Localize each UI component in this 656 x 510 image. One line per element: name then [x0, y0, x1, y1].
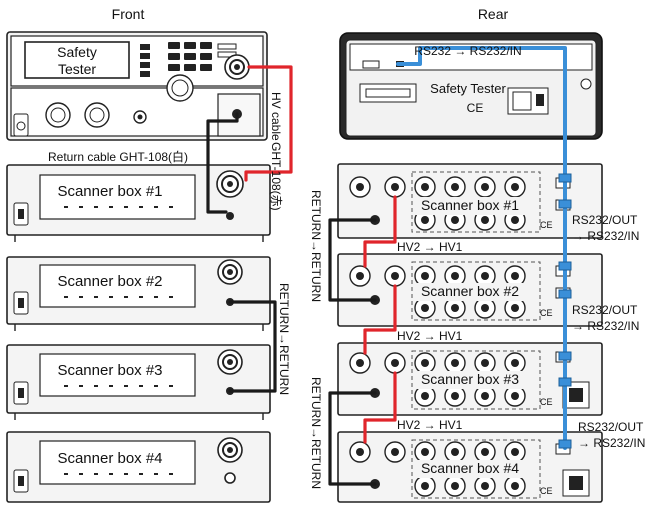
- ght-red-label: GHT-108(赤): [269, 142, 283, 211]
- scanner-4-power-inlet: [562, 469, 590, 497]
- svg-text:CE: CE: [540, 397, 553, 407]
- rear-return-label-1: RETURN→RETURN: [309, 190, 323, 302]
- scanner-3-front-label: Scanner box #3: [57, 362, 162, 379]
- rs232-in-label-3: → RS232/IN: [578, 436, 645, 450]
- tester-display: [24, 41, 130, 79]
- hv-link-1-2: [363, 195, 397, 268]
- scanner-1-front-label: Scanner box #1: [57, 183, 162, 200]
- rear-ce-mark: CE: [467, 101, 484, 115]
- rs232-top-label: RS232 → RS232/IN: [414, 44, 521, 58]
- svg-text:CE: CE: [540, 486, 553, 496]
- scanner-1-rear-label: Scanner box #1: [421, 197, 519, 213]
- rear-header: Rear: [478, 6, 509, 22]
- scanner-box-1-front: Scanner box #1: [6, 164, 271, 236]
- rs232-out-label-3: RS232/OUT: [578, 420, 644, 434]
- tester-label-line1: Safety: [57, 44, 97, 60]
- hv-cable-label: HV cable: [269, 92, 283, 141]
- scanner-4-hv-outputs: [349, 441, 526, 497]
- svg-text:CE: CE: [540, 220, 553, 230]
- scanner-box-2-rear: CE Scanner box #2: [337, 253, 603, 327]
- rear-return-link-1-2: [328, 218, 377, 302]
- hv-link-3-4: [363, 371, 397, 444]
- scanner-box-2-front: Scanner box #2: [6, 256, 271, 325]
- rs232-in-label-1: → RS232/IN: [572, 229, 639, 243]
- safety-tester-front: Safety Tester: [6, 31, 268, 141]
- scanner-box-1-rear: CE Scanner box #1: [337, 163, 603, 239]
- tester-keypad: [140, 42, 237, 77]
- hv-link-2-3: [363, 284, 397, 355]
- rs232-out-label-2: RS232/OUT: [572, 303, 638, 317]
- rear-rs232-port: [362, 60, 380, 69]
- return-cable-black: [206, 112, 239, 214]
- tester-rear-label: Safety Tester: [430, 81, 506, 96]
- hv2-hv1-label-1: HV2 → HV1: [397, 240, 463, 254]
- scanner-box-3-front: Scanner box #3: [6, 344, 271, 414]
- scanner-box-4-front: Scanner box #4: [6, 431, 271, 503]
- rs232-in-label-2: → RS232/IN: [572, 319, 639, 333]
- return-cable-label: Return cable GHT-108(白): [48, 149, 188, 164]
- front-header: Front: [112, 6, 145, 22]
- tester-label-line2: Tester: [58, 61, 96, 77]
- scanner-2-rear-label: Scanner box #2: [421, 283, 519, 299]
- scanner-3-rear-label: Scanner box #3: [421, 371, 519, 387]
- return-link-2-3: [228, 300, 277, 393]
- rear-return-label-2: RETURN→RETURN: [309, 377, 323, 489]
- scanner-4-rear-label: Scanner box #4: [421, 460, 519, 476]
- scanner-1-return-terminal: [226, 212, 234, 220]
- rear-return-link-3-4: [328, 391, 377, 486]
- rear-ground-terminal: [580, 78, 592, 90]
- scanner-2-hv-outputs: [349, 265, 526, 319]
- scanner-4-return-terminal: [224, 472, 236, 484]
- rs232-connectors: [558, 173, 572, 449]
- hv2-hv1-label-3: HV2 → HV1: [397, 418, 463, 432]
- svg-text:CE: CE: [540, 308, 553, 318]
- scanner-2-front-label: Scanner box #2: [57, 273, 162, 290]
- rs232-out-label-1: RS232/OUT: [572, 213, 638, 227]
- hv-cable-red: [244, 65, 293, 182]
- front-return-return-label: RETURN→RETURN: [277, 283, 291, 395]
- scanner-4-front-label: Scanner box #4: [57, 450, 162, 467]
- scanner-box-4-rear: CE Scanner box #4: [337, 431, 603, 503]
- scanner-3-hv-outputs: [349, 352, 526, 407]
- hv2-hv1-label-2: HV2 → HV1: [397, 329, 463, 343]
- scanner-box-3-rear: CE Scanner box #3: [337, 342, 603, 416]
